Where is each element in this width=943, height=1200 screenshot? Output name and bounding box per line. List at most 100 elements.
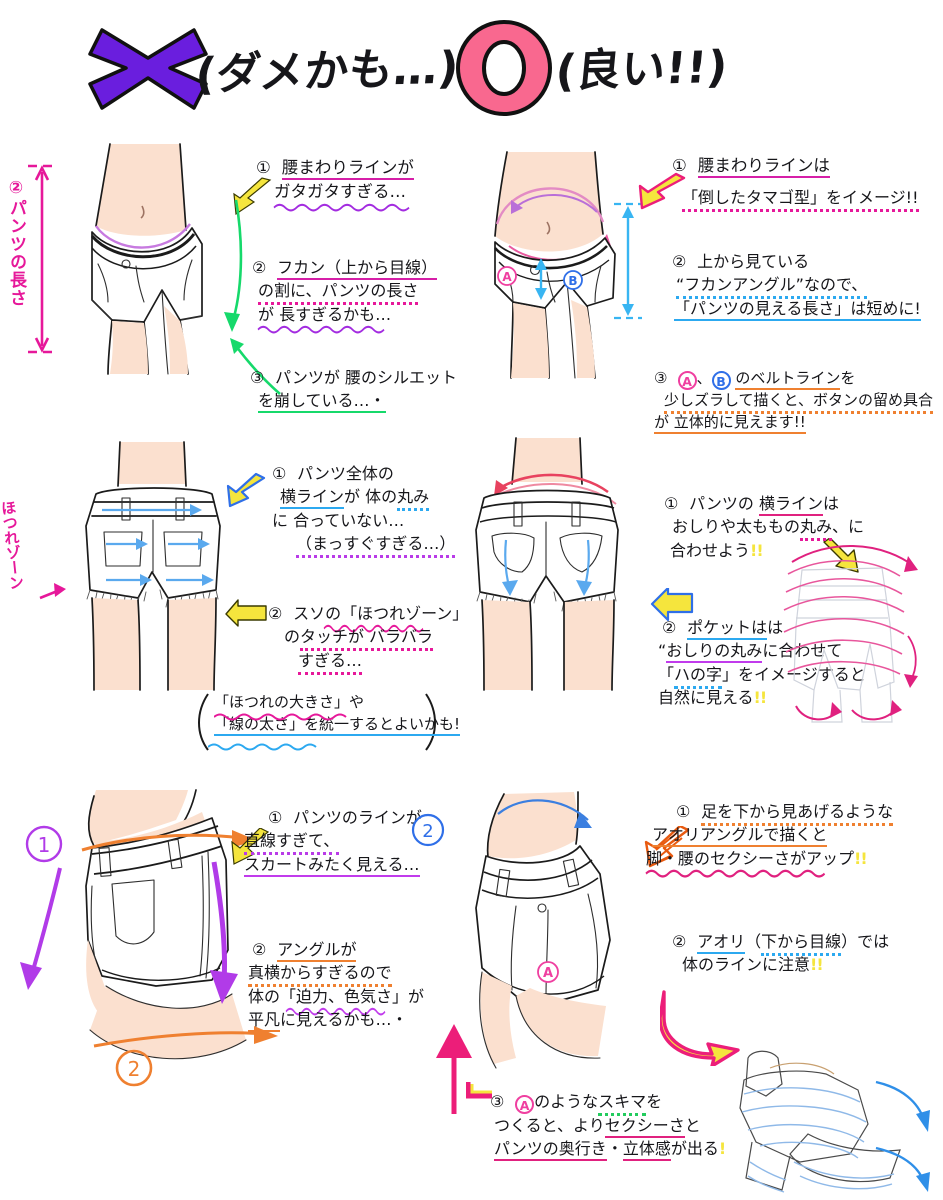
note-number: ②	[672, 252, 687, 271]
note-line: を崩している…・	[258, 391, 386, 414]
o-mark-icon	[452, 18, 556, 118]
x-mark-icon	[88, 22, 208, 112]
arrow-orange-row3-top	[81, 830, 256, 852]
note-number: ①	[272, 464, 287, 483]
svg-text:A: A	[543, 966, 553, 981]
marker-a-token-2: A	[515, 1095, 535, 1114]
arrow-orange-row3-bottom	[93, 1026, 278, 1048]
arrow-yellow-row1-bad	[233, 177, 272, 216]
note-line: 「パンツの見える長さ」は短めに!	[674, 298, 921, 321]
note-row2-good-2: ② ポケットはは “おしりの丸みに合わせて 「ハの字」をイメージすると 自然に見…	[658, 618, 866, 708]
note-line: 少しズラして描くと、ボタンの留め具合	[664, 391, 933, 414]
note-row1-good-3: ③ A、B のベルトラインを 少しズラして描くと、ボタンの留め具合 が 立体的に…	[654, 368, 933, 434]
note-row1-bad-2: ② フカン（上から目線） の割に、パンツの長さ が 長すぎるかも…	[252, 256, 438, 334]
arrow-blue-swoop-1	[875, 1080, 930, 1132]
svg-text:1: 1	[38, 833, 51, 857]
note-number: ②	[672, 932, 687, 951]
note-line: パンツ全体の	[297, 464, 394, 483]
note-number: ③	[250, 368, 265, 387]
note-number: ①	[268, 808, 283, 827]
note-line: パンツのラインが	[293, 808, 422, 827]
marker-b-token: B	[711, 371, 731, 390]
note-line: が 立体的に見えます!!	[654, 412, 806, 434]
arrow-green-row1-up	[230, 338, 281, 395]
note-row3-bad-2: ② アングルが 真横からすぎるので 体の「迫力、色気さ」が 平凡に見えるかも…・	[248, 938, 424, 1033]
arrow-blue-swoop-2	[875, 1146, 930, 1192]
note-row2-good-1: ① パンツの 横ラインは おしりや太ももの丸み、に 合わせよう!!	[664, 494, 865, 560]
note-line: 体の「迫力、色気さ」が	[248, 986, 425, 1006]
sketch-row2-construction	[752, 540, 932, 730]
arrow-green-row1-down	[224, 199, 243, 332]
arrow-pink-row3-up	[436, 1024, 472, 1114]
good-label: (良い!!)	[553, 41, 731, 98]
note-row2-bad-2: ② スソの「ほつれゾーン」 のタッチが バラバラ すぎる…	[268, 602, 469, 675]
note-line: 足を下から見あげるような	[701, 802, 894, 826]
note-line: が 長すぎるかも…	[258, 304, 392, 324]
arrow-purple-row3-left: 1	[20, 825, 63, 990]
drawing-row3-good: A A	[420, 790, 660, 1090]
note-line: すぎる…	[298, 650, 363, 675]
note-line: 腰まわりラインが	[281, 158, 414, 180]
note-number: ③	[654, 369, 668, 387]
note-line: に 合っていない…	[272, 510, 405, 530]
bracket-yellow-pink	[466, 1082, 492, 1099]
sketch-row3-construction	[730, 1050, 940, 1200]
note-number: ①	[664, 494, 679, 513]
svg-text:2: 2	[422, 821, 433, 842]
note-line: ガタガタすぎる…	[274, 182, 406, 202]
note-number: ③	[490, 1092, 505, 1111]
arrow-yellow-row2-bad-1	[226, 472, 266, 508]
note-number: ②	[252, 258, 267, 277]
note-line: パンツが 腰のシルエット	[275, 368, 457, 387]
note-row1-good-1: ① 腰まわりラインは	[672, 154, 830, 178]
svg-text:2: 2	[128, 1057, 141, 1081]
arrow-purple-row3-right	[210, 861, 238, 1004]
note-line: の割に、パンツの長さ	[258, 281, 419, 306]
note-number: ①	[672, 156, 687, 175]
arrow-yellow-row1-good	[638, 172, 686, 210]
note-line: 直線すぎて、	[244, 831, 340, 856]
note-line: スソの「ほつれゾーン」	[293, 604, 469, 623]
arrow-orange-striped-row3	[644, 826, 690, 868]
pants-length-label: ②パンツの長さ	[6, 178, 26, 307]
arrow-yellow-row2-good	[650, 588, 694, 622]
note-number: ②	[268, 604, 283, 623]
note-line: “フカンアングル”なので、	[676, 275, 868, 300]
note-row3-good-2: ② アオリ（下から目線）では 体のラインに注意!!	[672, 932, 890, 975]
note-line: ポケットは	[687, 618, 768, 640]
svg-text:B: B	[568, 274, 577, 288]
note-row2-bad-aside: 「ほつれの大きさ」や 「線の太さ」を統一するとよいかも!	[196, 690, 461, 751]
wave-underline-blue	[208, 743, 317, 751]
note-row1-good-2: ② 上から見ている “フカンアングル”なので、 「パンツの見える長さ」は短めに!	[672, 250, 921, 321]
arrow-pink-yellow-row3	[660, 990, 740, 1066]
note-line: アオリアングルで描くと	[652, 825, 828, 848]
paren-bracket	[198, 693, 436, 751]
note-line: スカートみたく見える…	[244, 854, 420, 877]
marker-a-token: A	[677, 371, 697, 390]
fray-zone-arrow	[39, 583, 66, 600]
drawing-row1-bad	[52, 140, 252, 375]
arrow-yellow-row2-bad-2	[225, 599, 267, 627]
note-number: ②	[662, 618, 677, 637]
drawing-row1-good: A B	[455, 150, 665, 380]
note-line: 上から見ている	[697, 252, 810, 271]
note-row3-good-1: ① 足を下から見あげるような アオリアングルで描くと 脚・腰のセクシーさがアップ…	[645, 800, 894, 878]
arrow-yellow-row3-bad	[231, 828, 270, 865]
fray-zone-label: ほつれゾーン	[0, 499, 26, 591]
drawing-row2-bad	[48, 440, 258, 691]
note-number: ①	[256, 158, 271, 177]
note-line: 真横からすぎるので	[248, 963, 392, 988]
drawing-row2-good	[438, 436, 653, 691]
row3-bad-number-2: 2	[115, 1049, 153, 1087]
row3-good-number-2: 2	[411, 813, 445, 847]
note-row1-bad-3: ③ パンツが 腰のシルエット を崩している…・	[250, 366, 457, 414]
note-line: 腰まわりラインは	[697, 156, 830, 178]
bad-label: (ダメかも…)	[193, 42, 462, 101]
note-number: ②	[252, 940, 267, 959]
pants-length-bracket	[28, 164, 54, 354]
note-line: アングルが	[277, 940, 357, 962]
visible-length-bracket	[614, 202, 642, 320]
svg-text:A: A	[502, 270, 512, 284]
